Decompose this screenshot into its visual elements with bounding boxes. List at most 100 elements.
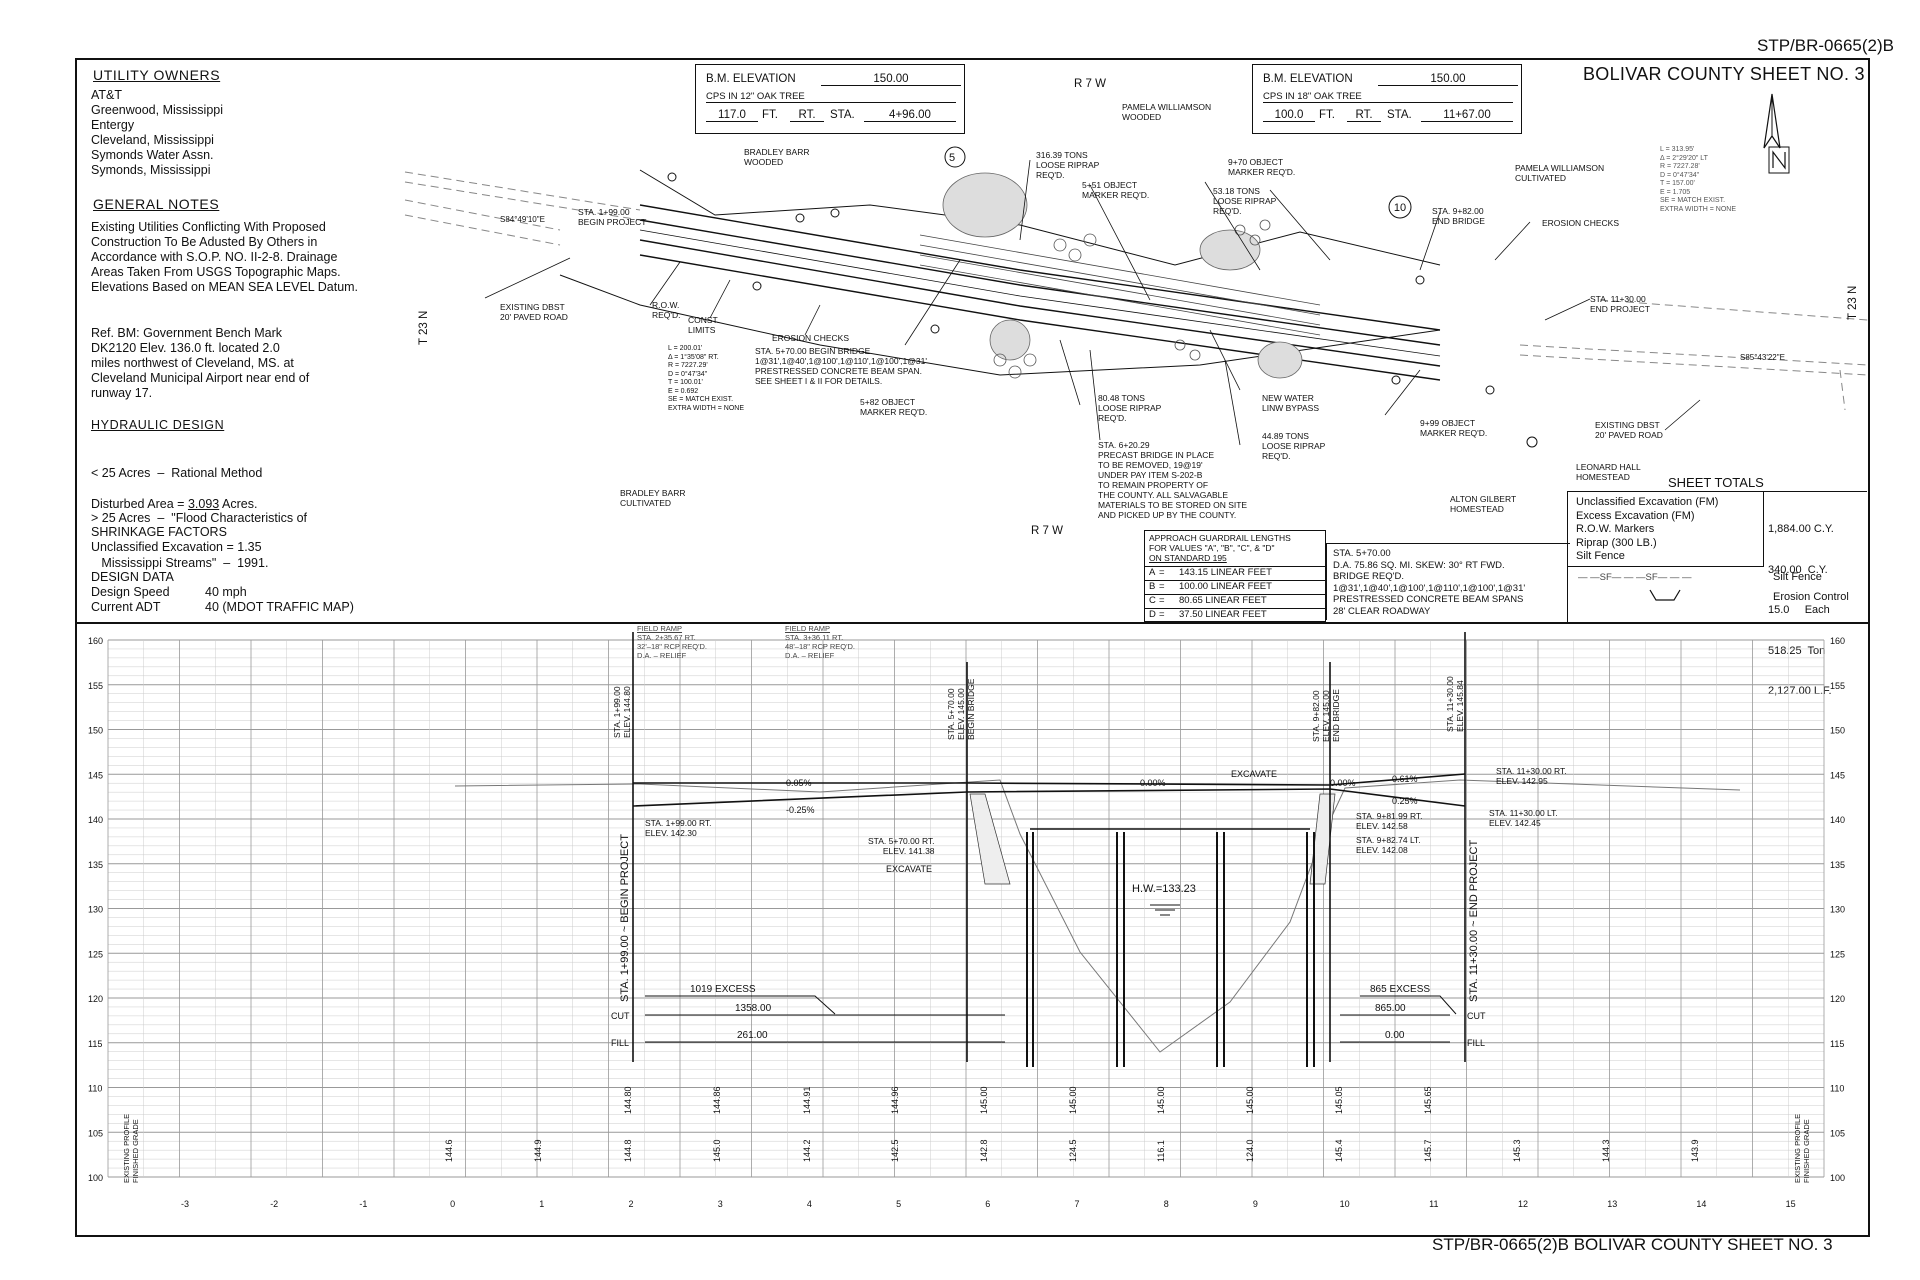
sheet-id-top: STP/BR-0665(2)B [1757, 36, 1894, 55]
existing-road-right [1519, 299, 1869, 411]
disturbed-unit: Acres. [219, 497, 258, 511]
label-line: REQ'D. [1213, 206, 1242, 216]
label-line: ELEV. 141.38 [882, 846, 935, 856]
label-line: LOOSE RIPRAP [1098, 403, 1162, 413]
benchmark-box-1: B.M. ELEVATION 150.00 CPS IN 12" OAK TRE… [695, 64, 965, 134]
station-tick-label: 3 [718, 1199, 723, 1209]
label-line: ELEV. 145.00 [956, 688, 966, 740]
station-lines [632, 632, 1466, 1062]
bm-distance: 100.0 [1263, 109, 1315, 122]
bridge-info-line: STA. 5+70.00 [1333, 548, 1391, 559]
ref-line: runway 17. [91, 386, 153, 400]
label-line: PRECAST BRIDGE IN PLACE [1098, 450, 1215, 460]
totals-label: Silt Fence [1576, 550, 1625, 562]
totals-divider [1568, 492, 1764, 567]
elevation-tick-label: 140 [1830, 815, 1845, 825]
label-line: STA. 9+82.00 [1311, 690, 1321, 742]
label-line: 44.89 TONS [1262, 431, 1309, 441]
bm-ft: FT. [1319, 109, 1335, 121]
finished-elevation-value: 145.00 [1068, 1086, 1078, 1114]
ref-line: Ref. BM: Government Bench Mark [91, 326, 283, 340]
fill-label-right: FILL [1467, 1038, 1485, 1048]
label-line: TO BE REMOVED, 19@19' [1098, 460, 1203, 470]
label-line: REQ'D. [1036, 170, 1065, 180]
bm-side: RT. [1347, 109, 1381, 122]
finished-elevation-value: 145.05 [1334, 1086, 1344, 1114]
curve-line: D = 0°47'34" [1660, 171, 1700, 179]
plan-profile-divider [75, 622, 1868, 624]
general-note-line: Existing Utilities Conflicting With Prop… [91, 220, 326, 234]
totals-label: Excess Excavation (FM) [1576, 509, 1695, 522]
existing-elevation-value: 145.7 [1423, 1139, 1433, 1162]
label-line: CONST. [688, 315, 720, 325]
label-line: 1@31',1@40',1@100',1@110',1@100',1@31' [755, 356, 927, 366]
label-line: ELEV. 142.45 [1489, 818, 1541, 828]
ramp-line: FIELD RAMP [637, 624, 683, 633]
label-sta-570-rt: STA. 5+70.00 RT.ELEV. 141.38 [868, 836, 935, 856]
callout-circle-5 [944, 146, 966, 168]
label-line: BEGIN PROJECT [578, 217, 647, 227]
grade-label: 0.00% [1140, 778, 1166, 788]
station-tick-label: 11 [1429, 1199, 1438, 1209]
adt-label: Current ADT [91, 600, 161, 614]
label-line: STA. 9+82.74 LT. [1356, 835, 1421, 845]
label-line: BRADLEY BARR [620, 488, 686, 498]
utility-line: AT&T [91, 88, 123, 102]
existing-road-left [404, 171, 641, 246]
bridge-deck [919, 234, 1321, 336]
finished-elevation-value: 144.80 [623, 1086, 633, 1114]
guardrail-title: APPROACH GUARDRAIL LENGTHS FOR VALUES "A… [1149, 533, 1291, 563]
label-erosion-checks-1: EROSION CHECKS [772, 333, 849, 343]
label-line: STA. 11+30.00 [1445, 676, 1455, 732]
elevation-tick-label: 140 [88, 815, 103, 825]
tree-cluster [993, 219, 1271, 379]
label-const-limits: CONST.LIMITS [688, 315, 719, 335]
finished-grade [632, 773, 1466, 830]
label-sta-982-lt: STA. 9+82.74 LT.ELEV. 142.08 [1356, 835, 1421, 855]
label-line: CULTIVATED [620, 498, 672, 508]
guardrail-row: B=100.00 LINEAR FEET [1145, 581, 1325, 595]
station-tick-label: -1 [359, 1199, 367, 1209]
existing-elevation-value: 145.3 [1512, 1139, 1522, 1162]
guardrail-title-line: APPROACH GUARDRAIL LENGTHS [1149, 533, 1291, 543]
guardrail-value: 143.15 LINEAR FEET [1179, 567, 1272, 578]
elevation-tick-label: 145 [88, 770, 103, 780]
guardrail-table: APPROACH GUARDRAIL LENGTHS FOR VALUES "A… [1144, 530, 1326, 622]
station-markers [667, 172, 1538, 448]
label-sta-199-rt: STA. 1+99.00 RT.ELEV. 142.30 [645, 818, 712, 838]
totals-value: 15.0 Each [1768, 604, 1830, 616]
station-tick-label: -2 [270, 1199, 278, 1209]
ref-line: miles northwest of Cleveland, MS. at [91, 356, 294, 370]
existing-elevation-value: 124.5 [1068, 1139, 1078, 1162]
label-line: STA. 5+70.00 [946, 688, 956, 740]
label-line: LOOSE RIPRAP [1213, 196, 1277, 206]
label-line: REQ'D. [1098, 413, 1127, 423]
label-line: PAMELA WILLIAMSON [1122, 102, 1212, 112]
label-line: 80.48 TONS [1098, 393, 1145, 403]
label-line: ALTON GILBERT [1450, 494, 1517, 504]
bearing-left: S84°49'10"E [500, 215, 545, 224]
label-line: NEW WATER [1262, 393, 1314, 403]
bm-station: 4+96.00 [864, 109, 956, 122]
bridge-info-line: 28' CLEAR ROADWAY [1333, 605, 1431, 617]
silt-fence-symbol: — —SF— — —SF— — — [1578, 572, 1692, 583]
general-note-line: Construction To Be Adusted By Others in [91, 235, 318, 249]
disturbed-value: 3.093 [187, 497, 220, 511]
label-line: ELEV. 142.58 [1356, 821, 1408, 831]
guardrail-key: A [1149, 567, 1156, 578]
utility-line: Symonds, Mississippi [91, 163, 211, 177]
label-line: CULTIVATED [1515, 173, 1567, 183]
fill-left: 261.00 [737, 1030, 768, 1041]
guardrail-key: B [1149, 581, 1156, 592]
